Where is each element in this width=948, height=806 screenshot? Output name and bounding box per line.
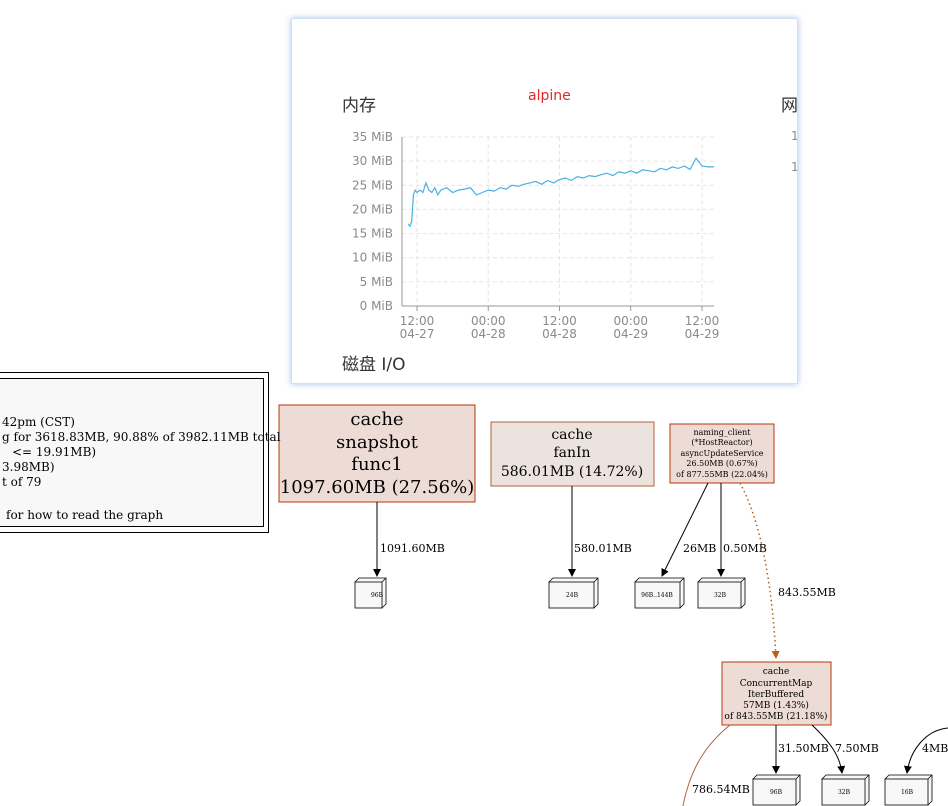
node-label-line: 57MB (1.43%) bbox=[743, 700, 809, 711]
leaf-24b[interactable]: 24B bbox=[548, 577, 599, 609]
edge-naming-to-32b: 0.50MB bbox=[717, 483, 767, 577]
legend-showing-line: g for 3618.83MB, 90.88% of 3982.11MB tot… bbox=[2, 430, 281, 444]
edge-label: 4MB bbox=[922, 742, 948, 755]
disk-io-section-title: 磁盘 I/O bbox=[342, 355, 406, 375]
edge-concurrentmap-to-96b: 31.50MB bbox=[772, 725, 829, 774]
node-label-line: cache bbox=[551, 427, 592, 443]
x-tick-date-label: 04-28 bbox=[542, 327, 577, 341]
edge-label: 786.54MB bbox=[692, 783, 750, 796]
node-label-line: fanIn bbox=[553, 445, 590, 461]
edge-label: 1091.60MB bbox=[380, 542, 445, 555]
edge-label: 26MB bbox=[683, 542, 716, 555]
memory-line-chart: 35 MiB 30 MiB 25 MiB 20 MiB 15 MiB 10 MiB 5 Mi… bbox=[352, 130, 720, 341]
edge-fanin-to-24b: 580.01MB bbox=[568, 486, 632, 577]
container-stats-popup: 内存 alpine 网 1 1 35 MiB 30 MiB 25 MiB 20 MiB… bbox=[291, 18, 798, 384]
x-tick-label: 12:00 bbox=[400, 314, 435, 328]
x-tick-date-label: 04-27 bbox=[400, 327, 435, 341]
x-tick-label: 00:00 bbox=[471, 314, 506, 328]
edge-concurrentmap-loop: 786.54MB bbox=[682, 724, 750, 806]
node-label-line: asyncUpdateService bbox=[680, 449, 763, 458]
node-label-line: of 843.55MB (21.18%) bbox=[724, 711, 827, 722]
x-tick-date-label: 04-29 bbox=[685, 327, 720, 341]
node-label-line: of 877.55MB (22.04%) bbox=[676, 470, 768, 479]
edge-label: 580.01MB bbox=[574, 542, 632, 555]
leaf-label: 96B bbox=[371, 592, 384, 599]
node-label-line: cache bbox=[763, 667, 790, 677]
edge-label: 7.50MB bbox=[835, 742, 879, 755]
x-tick-label: 12:00 bbox=[542, 314, 577, 328]
node-label-line: 26.50MB (0.67%) bbox=[686, 459, 757, 468]
x-tick-label: 12:00 bbox=[685, 314, 720, 328]
edge-offscreen-to-16b: 4MB bbox=[903, 727, 948, 774]
x-tick-date-label: 04-28 bbox=[471, 327, 506, 341]
x-tick-date-label: 04-29 bbox=[613, 327, 648, 341]
edge-label: 31.50MB bbox=[778, 742, 829, 755]
legend-help-link[interactable]: for how to read the graph bbox=[6, 508, 164, 522]
leaf-96b-144b[interactable]: 96B..144B bbox=[634, 577, 685, 609]
node-label-line: (*HostReactor) bbox=[691, 438, 752, 447]
edge-concurrentmap-to-32b: 7.50MB bbox=[811, 724, 879, 774]
legend-dropped-edges-line: 3.98MB) bbox=[2, 460, 55, 474]
y-tick-label: 10 MiB bbox=[352, 251, 393, 265]
node-concurrentmap-iterbuffered[interactable]: cache ConcurrentMap IterBuffered 57MB (1… bbox=[721, 661, 832, 726]
edge-label: 0.50MB bbox=[723, 542, 767, 555]
graph-legend: 42pm (CST) g for 3618.83MB, 90.88% of 39… bbox=[0, 372, 281, 533]
x-tick-label: 00:00 bbox=[613, 314, 648, 328]
node-label-line: snapshot bbox=[336, 432, 419, 453]
leaf-32b-2[interactable]: 32B bbox=[821, 774, 870, 806]
node-cache-fanin[interactable]: cache fanIn 586.01MB (14.72%) bbox=[490, 421, 655, 487]
network-section-title: 网 bbox=[781, 96, 798, 116]
node-label-line: 586.01MB (14.72%) bbox=[501, 464, 643, 480]
edge-func1-to-96b: 1091.60MB bbox=[373, 502, 445, 577]
leaf-96b[interactable]: 96B bbox=[354, 577, 387, 609]
y-tick-label: 20 MiB bbox=[352, 202, 393, 216]
node-label-line: func1 bbox=[351, 454, 402, 475]
node-label-line: cache bbox=[350, 409, 403, 430]
node-cache-snapshot-func1[interactable]: cache snapshot func1 1097.60MB (27.56%) bbox=[278, 404, 476, 503]
node-label-line: IterBuffered bbox=[748, 690, 805, 700]
leaf-label: 24B bbox=[566, 592, 579, 599]
edge-label: 843.55MB bbox=[778, 586, 836, 599]
node-label-line: ConcurrentMap bbox=[740, 679, 813, 689]
chart-title: alpine bbox=[528, 88, 571, 104]
network-tick-fragment: 1 bbox=[791, 160, 798, 174]
y-tick-label: 15 MiB bbox=[352, 227, 393, 241]
y-tick-label: 30 MiB bbox=[352, 154, 393, 168]
leaf-label: 16B bbox=[901, 789, 914, 796]
y-tick-label: 35 MiB bbox=[352, 130, 393, 144]
edge-naming-to-96b-144b: 26MB bbox=[661, 482, 716, 577]
node-label-line: naming_client bbox=[693, 428, 751, 437]
y-tick-label: 5 MiB bbox=[360, 275, 393, 289]
leaf-label: 96B..144B bbox=[641, 592, 673, 599]
y-tick-label: 25 MiB bbox=[352, 178, 393, 192]
node-naming-client-async-update[interactable]: naming_client (*HostReactor) asyncUpdate… bbox=[669, 423, 775, 484]
node-label-line: 1097.60MB (27.56%) bbox=[280, 477, 475, 498]
legend-showing-top-line: t of 79 bbox=[2, 475, 42, 489]
leaf-32b[interactable]: 32B bbox=[697, 577, 746, 609]
y-tick-label: 0 MiB bbox=[360, 299, 393, 313]
leaf-label: 96B bbox=[770, 789, 783, 796]
leaf-label: 32B bbox=[714, 592, 727, 599]
edge-naming-to-concurrentmap: 843.55MB bbox=[739, 482, 836, 659]
legend-dropped-nodes-line: <= 19.91MB) bbox=[12, 445, 97, 459]
memory-section-title: 内存 bbox=[342, 96, 376, 116]
network-tick-fragment: 1 bbox=[791, 129, 798, 143]
legend-time-line: 42pm (CST) bbox=[2, 415, 75, 429]
leaf-16b[interactable]: 16B bbox=[884, 774, 933, 806]
leaf-label: 32B bbox=[838, 789, 851, 796]
leaf-96b-2[interactable]: 96B bbox=[752, 774, 801, 806]
memory-series-line bbox=[407, 157, 714, 228]
graph-legend-inner: 42pm (CST) g for 3618.83MB, 90.88% of 39… bbox=[0, 378, 281, 527]
